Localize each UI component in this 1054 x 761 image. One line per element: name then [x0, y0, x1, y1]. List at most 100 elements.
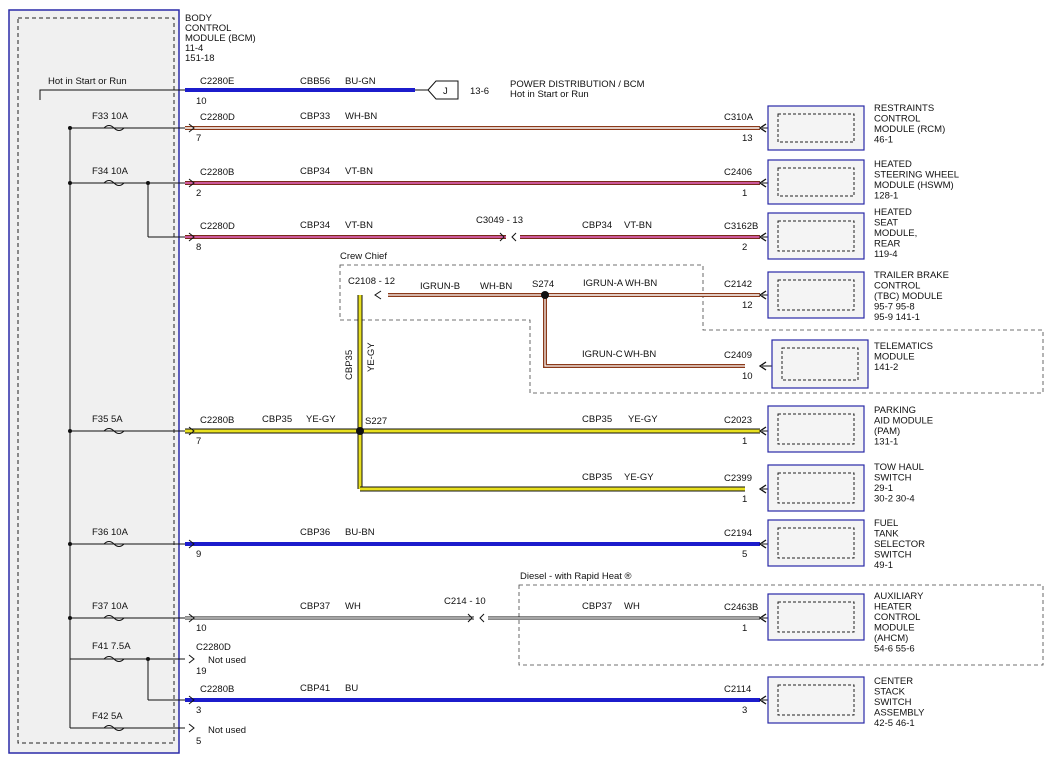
- svg-text:CBP35: CBP35: [582, 414, 612, 425]
- svg-text:C2280B: C2280B: [200, 684, 234, 695]
- svg-text:2: 2: [196, 188, 201, 199]
- svg-text:VT-BN: VT-BN: [345, 166, 373, 177]
- svg-text:12: 12: [742, 300, 753, 311]
- svg-text:F35 5A: F35 5A: [92, 414, 123, 425]
- svg-text:C2280D: C2280D: [200, 221, 235, 232]
- svg-text:C2114: C2114: [724, 684, 751, 695]
- svg-text:13: 13: [742, 133, 753, 144]
- svg-text:IGRUN-B: IGRUN-B: [420, 281, 460, 292]
- bcm-hot-label: Hot in Start or Run: [48, 76, 127, 87]
- svg-text:F34 10A: F34 10A: [92, 166, 129, 177]
- svg-text:19: 19: [196, 666, 207, 677]
- bcm-internal-bus: [39, 89, 185, 728]
- module-box-pam: [767, 405, 865, 453]
- svg-text:CBP36: CBP36: [300, 527, 330, 538]
- svg-text:YE-GY: YE-GY: [628, 414, 658, 425]
- fuse-icon: [103, 615, 125, 621]
- svg-text:Not used: Not used: [208, 725, 246, 736]
- not-used-rows: F41 7.5A F42 5A C2280D Not used 19 Not u…: [70, 641, 246, 747]
- svg-text:Hot in Start or Run: Hot in Start or Run: [510, 89, 589, 100]
- svg-text:8: 8: [196, 242, 201, 253]
- svg-text:C2280D: C2280D: [200, 112, 235, 123]
- svg-text:CBP37: CBP37: [300, 601, 330, 612]
- svg-text:CBP34: CBP34: [300, 220, 330, 231]
- svg-text:C2406: C2406: [724, 167, 752, 178]
- svg-text:1: 1: [742, 188, 747, 199]
- module-box-tow: [767, 464, 865, 512]
- svg-text:C2280E: C2280E: [200, 76, 234, 87]
- svg-text:CBP37: CBP37: [582, 601, 612, 612]
- svg-text:CBP34: CBP34: [300, 166, 330, 177]
- svg-text:POWER DISTRIBUTION / BCM: POWER DISTRIBUTION / BCM: [510, 79, 645, 90]
- fuse-icon: [103, 125, 125, 131]
- svg-text:WH-BN: WH-BN: [480, 281, 512, 292]
- svg-text:CBB56: CBB56: [300, 76, 330, 87]
- svg-text:9: 9: [196, 549, 201, 560]
- svg-text:CBP41: CBP41: [300, 683, 330, 694]
- svg-text:WH: WH: [345, 601, 361, 612]
- svg-text:C2399: C2399: [724, 473, 752, 484]
- svg-text:10: 10: [742, 371, 753, 382]
- svg-text:C2409: C2409: [724, 350, 752, 361]
- module-box-rcm: [767, 105, 865, 151]
- svg-text:BU-BN: BU-BN: [345, 527, 375, 538]
- svg-text:F41 7.5A: F41 7.5A: [92, 641, 131, 652]
- bcm-title: BODY CONTROL MODULE (BCM) 11-4 151-18: [185, 13, 258, 64]
- svg-text:1: 1: [742, 623, 747, 634]
- svg-text:BU: BU: [345, 683, 358, 694]
- svg-text:WH: WH: [624, 601, 640, 612]
- crew-chief-label: Crew Chief: [340, 251, 387, 262]
- svg-text:C2280B: C2280B: [200, 167, 234, 178]
- crew-chief-wiring: C2108 - 12 IGRUN-B WH-BN S274 CBP35 YE-G…: [344, 276, 745, 492]
- svg-text:CBP35: CBP35: [262, 414, 292, 425]
- svg-text:C3162B: C3162B: [724, 221, 758, 232]
- svg-text:CBP34: CBP34: [582, 220, 612, 231]
- svg-text:7: 7: [196, 436, 201, 447]
- svg-text:F36 10A: F36 10A: [92, 527, 129, 538]
- svg-text:CBP35: CBP35: [344, 350, 355, 380]
- circuit-hot: J 13-6 C2280E 10 CBB56 BU-GN POWER DISTR…: [185, 76, 645, 107]
- svg-text:C3049 - 13: C3049 - 13: [476, 215, 523, 226]
- svg-text:BU-GN: BU-GN: [345, 76, 376, 87]
- bcm-inner-box: [17, 17, 175, 744]
- svg-text:F37 10A: F37 10A: [92, 601, 129, 612]
- svg-text:C2280D: C2280D: [196, 642, 231, 653]
- svg-text:3: 3: [196, 705, 201, 716]
- module-box-hswm: [767, 159, 865, 205]
- svg-text:J: J: [443, 86, 448, 97]
- svg-text:WH-BN: WH-BN: [345, 111, 377, 122]
- svg-text:YE-GY: YE-GY: [306, 414, 336, 425]
- svg-text:CBP33: CBP33: [300, 111, 330, 122]
- svg-text:C2194: C2194: [724, 528, 752, 539]
- svg-text:IGRUN-C: IGRUN-C: [582, 349, 623, 360]
- svg-text:Not used: Not used: [208, 655, 246, 666]
- svg-text:C214 - 10: C214 - 10: [444, 596, 486, 607]
- svg-text:1: 1: [742, 436, 747, 447]
- svg-text:7: 7: [196, 133, 201, 144]
- svg-text:WH-BN: WH-BN: [624, 349, 656, 360]
- svg-text:5: 5: [742, 549, 747, 560]
- svg-text:YE-GY: YE-GY: [624, 472, 654, 483]
- svg-text:S274: S274: [532, 279, 554, 290]
- fuse-icon: [103, 541, 125, 547]
- svg-text:C2023: C2023: [724, 415, 752, 426]
- module-box-seat: [767, 212, 865, 260]
- module-box-tbc: [767, 271, 865, 319]
